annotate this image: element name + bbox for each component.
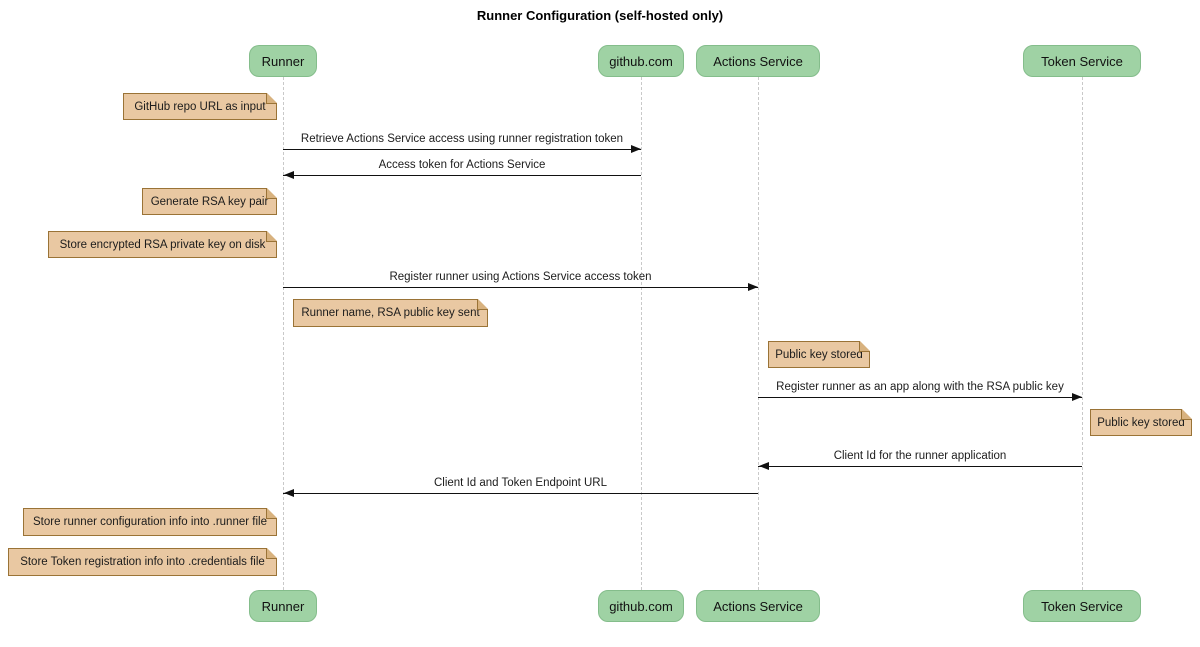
lifeline-actions <box>758 77 759 590</box>
note-fold-corner <box>266 93 277 104</box>
note-text: Store Token registration info into .cred… <box>20 556 265 568</box>
note-text: Runner name, RSA public key sent <box>301 307 480 319</box>
message-arrow-line <box>758 466 1082 467</box>
message-arrowhead <box>631 145 641 153</box>
participant-box-top-runner: Runner <box>249 45 317 77</box>
message-arrowhead <box>1072 393 1082 401</box>
note-text: Generate RSA key pair <box>150 195 269 208</box>
message-label: Register runner using Actions Service ac… <box>389 271 652 283</box>
note-fold-corner <box>477 299 488 310</box>
participant-box-top-github: github.com <box>598 45 684 77</box>
message-arrowhead <box>284 171 294 179</box>
message-arrow-line <box>283 175 641 176</box>
message-label: Client Id for the runner application <box>833 450 1007 462</box>
message-label: Retrieve Actions Service access using ru… <box>300 133 624 145</box>
note-text: Public key stored <box>775 348 863 361</box>
note: Public key stored <box>1090 409 1192 436</box>
participant-box-bottom-actions: Actions Service <box>696 590 820 622</box>
message-arrow-line <box>283 287 758 288</box>
note-text: Public key stored <box>1097 416 1185 429</box>
note-fold-corner <box>266 231 277 242</box>
note: Store runner configuration info into .ru… <box>23 508 277 536</box>
note-fold-corner <box>266 508 277 519</box>
note-text: Store encrypted RSA private key on disk <box>59 238 266 251</box>
message-label: Register runner as an app along with the… <box>776 381 1064 393</box>
message-arrow-line <box>758 397 1082 398</box>
message-arrowhead <box>748 283 758 291</box>
note-fold-corner <box>1181 409 1192 420</box>
message-arrow-line <box>283 149 641 150</box>
note: Runner name, RSA public key sent <box>293 299 488 327</box>
participant-box-bottom-runner: Runner <box>249 590 317 622</box>
lifeline-token <box>1082 77 1083 590</box>
note: Store Token registration info into .cred… <box>8 548 277 576</box>
note-text: Store runner configuration info into .ru… <box>33 516 267 528</box>
note-fold-corner <box>859 341 870 352</box>
note: Public key stored <box>768 341 870 368</box>
note-fold-corner <box>266 548 277 559</box>
note: GitHub repo URL as input <box>123 93 277 120</box>
note-fold-corner <box>266 188 277 199</box>
note-text: GitHub repo URL as input <box>134 100 266 113</box>
diagram-title: Runner Configuration (self-hosted only) <box>476 8 724 23</box>
participant-box-top-token: Token Service <box>1023 45 1141 77</box>
participant-box-top-actions: Actions Service <box>696 45 820 77</box>
message-arrow-line <box>283 493 758 494</box>
message-label: Access token for Actions Service <box>378 159 546 171</box>
message-arrowhead <box>759 462 769 470</box>
note: Store encrypted RSA private key on disk <box>48 231 277 258</box>
lifeline-github <box>641 77 642 590</box>
lifeline-runner <box>283 77 284 590</box>
note: Generate RSA key pair <box>142 188 277 215</box>
participant-box-bottom-token: Token Service <box>1023 590 1141 622</box>
participant-box-bottom-github: github.com <box>598 590 684 622</box>
message-arrowhead <box>284 489 294 497</box>
message-label: Client Id and Token Endpoint URL <box>433 477 608 489</box>
